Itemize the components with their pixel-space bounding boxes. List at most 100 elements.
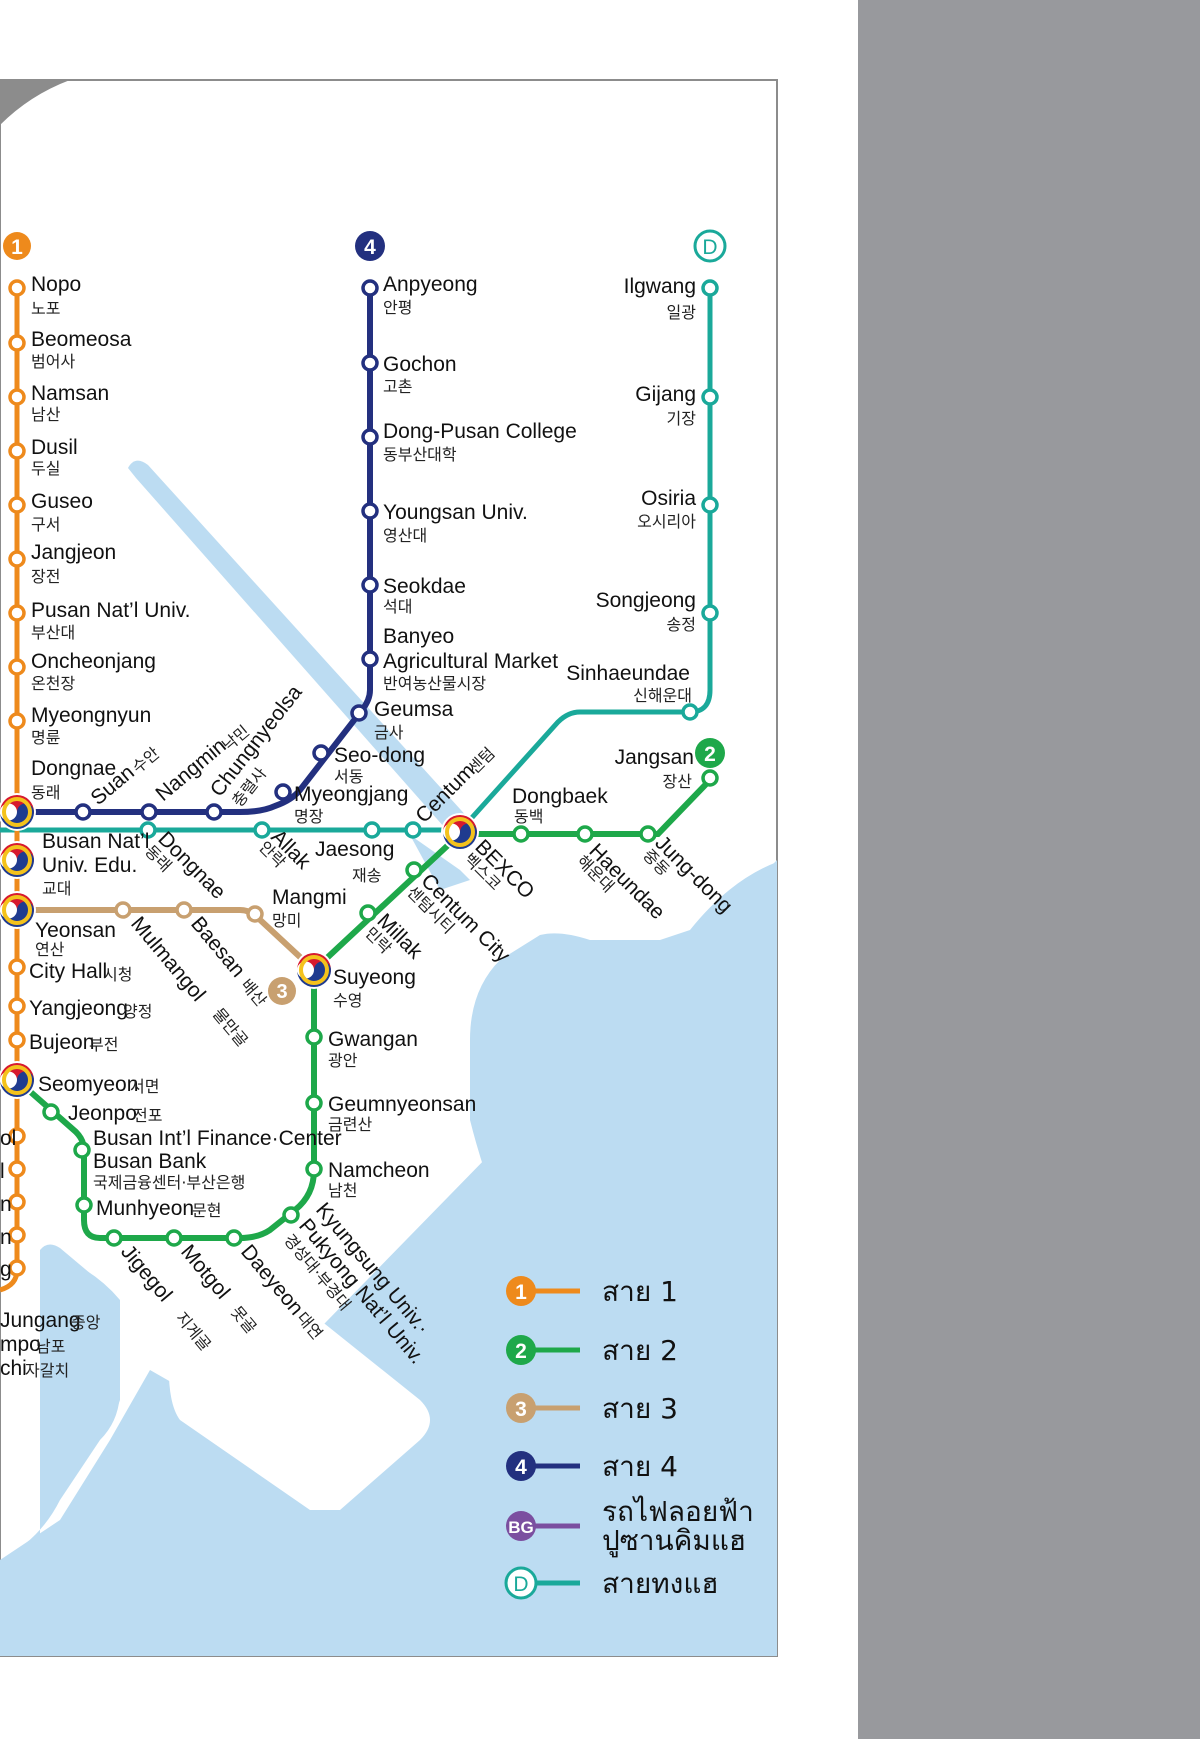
label-dongnae: Dongnae: [31, 757, 116, 780]
label-dongnae-ko: 동래: [31, 783, 60, 802]
label-gijang: Gijang: [635, 383, 696, 406]
legend-line3-label: สาย 3: [602, 1392, 678, 1425]
station-dongnae-d: [139, 821, 157, 839]
donghae-line: [0, 288, 713, 833]
badge-line4-text: 4: [364, 236, 376, 259]
label-bnue-ko: 교대: [42, 879, 71, 898]
label-bifc-ko: 국제금융센터·부산은행: [93, 1173, 245, 1192]
label-sinhaeundae: Sinhaeundae: [566, 662, 690, 685]
station-jungdong: [639, 825, 657, 843]
label-jeonpo: Jeonpo: [68, 1102, 137, 1125]
label-banyeo-ko: 반여농산물시장: [383, 674, 486, 693]
label-anpyeong: Anpyeong: [383, 273, 478, 296]
label-jaesong-ko: 재송: [352, 866, 381, 885]
legend-donghae-badge: D: [513, 1573, 528, 1596]
station-haeundae: [576, 825, 594, 843]
station-suan: [74, 803, 92, 821]
label-suyeong: Suyeong: [333, 966, 416, 989]
river: [128, 460, 470, 836]
station-centum: [404, 821, 422, 839]
station-l1-e: [8, 1259, 26, 1277]
label-sinhaeundae-ko: 신해운대: [633, 686, 692, 705]
label-jeonpo-ko: 전포: [133, 1106, 162, 1125]
label-bifc-1: Busan Int’l Finance·Center: [93, 1127, 342, 1150]
station-anpyeong: [361, 279, 379, 297]
station-yangjeong: [8, 997, 26, 1015]
station-seokdae: [361, 576, 379, 594]
station-l1-a: [8, 1127, 26, 1145]
station-motgol: [165, 1229, 183, 1247]
label-nampo: mpo: [0, 1333, 41, 1356]
station-geumnyeonsan: [305, 1094, 323, 1112]
label-bujeon-ko: 부전: [89, 1035, 118, 1054]
station-nangmin: [140, 803, 158, 821]
legend-bg-line: BG รถไฟลอยฟ้า ปูซานคิมแฮ: [506, 1495, 754, 1558]
legend-line2: 2 สาย 2: [506, 1334, 678, 1367]
badge-donghae: D: [693, 229, 727, 263]
station-munhyeon: [75, 1196, 93, 1214]
peninsula: [168, 1300, 430, 1510]
station-banyeo: [361, 650, 379, 668]
station-jeonpo: [42, 1103, 60, 1121]
station-millak: [359, 904, 377, 922]
river-2: [410, 835, 470, 890]
label-geumnyeonsan: Geumnyeonsan: [328, 1093, 476, 1116]
label-cityhall-ko: 시청: [103, 965, 132, 984]
label-bifc-2: Busan Bank: [93, 1150, 207, 1173]
station-mangmi: [246, 905, 264, 923]
label-jangsan-ko: 장산: [663, 772, 693, 791]
station-daeyeon: [225, 1229, 243, 1247]
label-pnu-ko: 부산대: [31, 623, 75, 642]
station-jangsan: [701, 769, 719, 787]
label-banyeo-2: Agricultural Market: [383, 650, 558, 673]
station-ilgwang: [701, 279, 719, 297]
label-myeongjang: Myeongjang: [294, 783, 408, 806]
label-frag-4: n: [0, 1226, 12, 1249]
badge-line1: 1: [3, 232, 31, 260]
label-frag-3: n: [0, 1193, 12, 1216]
label-seomyeon: Seomyeon: [38, 1073, 138, 1096]
gray-frame: [858, 0, 1200, 1739]
label-jaesong: Jaesong: [315, 838, 394, 861]
label-dongbaek: Dongbaek: [512, 785, 608, 808]
bay: [40, 1244, 120, 1500]
legend-line3-badge: 3: [515, 1398, 527, 1421]
label-dpc: Dong-Pusan College: [383, 420, 577, 443]
legend-line2-badge: 2: [515, 1340, 527, 1363]
station-seodong: [312, 744, 330, 762]
label-geumsa: Geumsa: [374, 698, 454, 721]
station-jangjeon: [8, 550, 26, 568]
label-seokdae: Seokdae: [383, 575, 466, 598]
label-jagalchi-ko: 자갈치: [25, 1361, 69, 1380]
label-jagalchi: chi: [0, 1357, 27, 1380]
label-youngsan-ko: 영산대: [383, 526, 427, 545]
station-l1-b: [8, 1160, 26, 1178]
label-nopo-ko: 노포: [31, 299, 60, 318]
legend-bg-badge: BG: [508, 1518, 534, 1537]
label-yangjeong-ko: 양정: [123, 1002, 152, 1021]
label-gochon-ko: 고촌: [383, 377, 412, 396]
station-bifc: [73, 1141, 91, 1159]
legend-line2-label: สาย 2: [602, 1334, 678, 1367]
station-jigegol: [105, 1229, 123, 1247]
station-myeongnyun: [8, 712, 26, 730]
station-bujeon: [8, 1031, 26, 1049]
station-namsan: [8, 388, 26, 406]
sea-east: [0, 862, 777, 1656]
legend-donghae-label: สายทงแฮ: [602, 1567, 718, 1600]
label-namcheon: Namcheon: [328, 1159, 430, 1182]
donghae-track: [0, 288, 713, 833]
label-geumsa-ko: 금사: [374, 723, 404, 742]
transfer-yeonsan: [0, 891, 36, 929]
legend-donghae: D สายทงแฮ: [504, 1566, 718, 1600]
label-dusil: Dusil: [31, 436, 78, 459]
station-sinhaeundae: [681, 703, 699, 721]
station-pnu: [8, 604, 26, 622]
legend-line4-badge: 4: [515, 1456, 527, 1479]
label-frag-1: ol: [0, 1127, 16, 1150]
badge-line4: 4: [355, 231, 385, 261]
transfer-seomyeon: [0, 1061, 36, 1099]
label-dpc-ko: 동부산대학: [383, 445, 457, 464]
badge-line3-text: 3: [276, 981, 287, 1003]
